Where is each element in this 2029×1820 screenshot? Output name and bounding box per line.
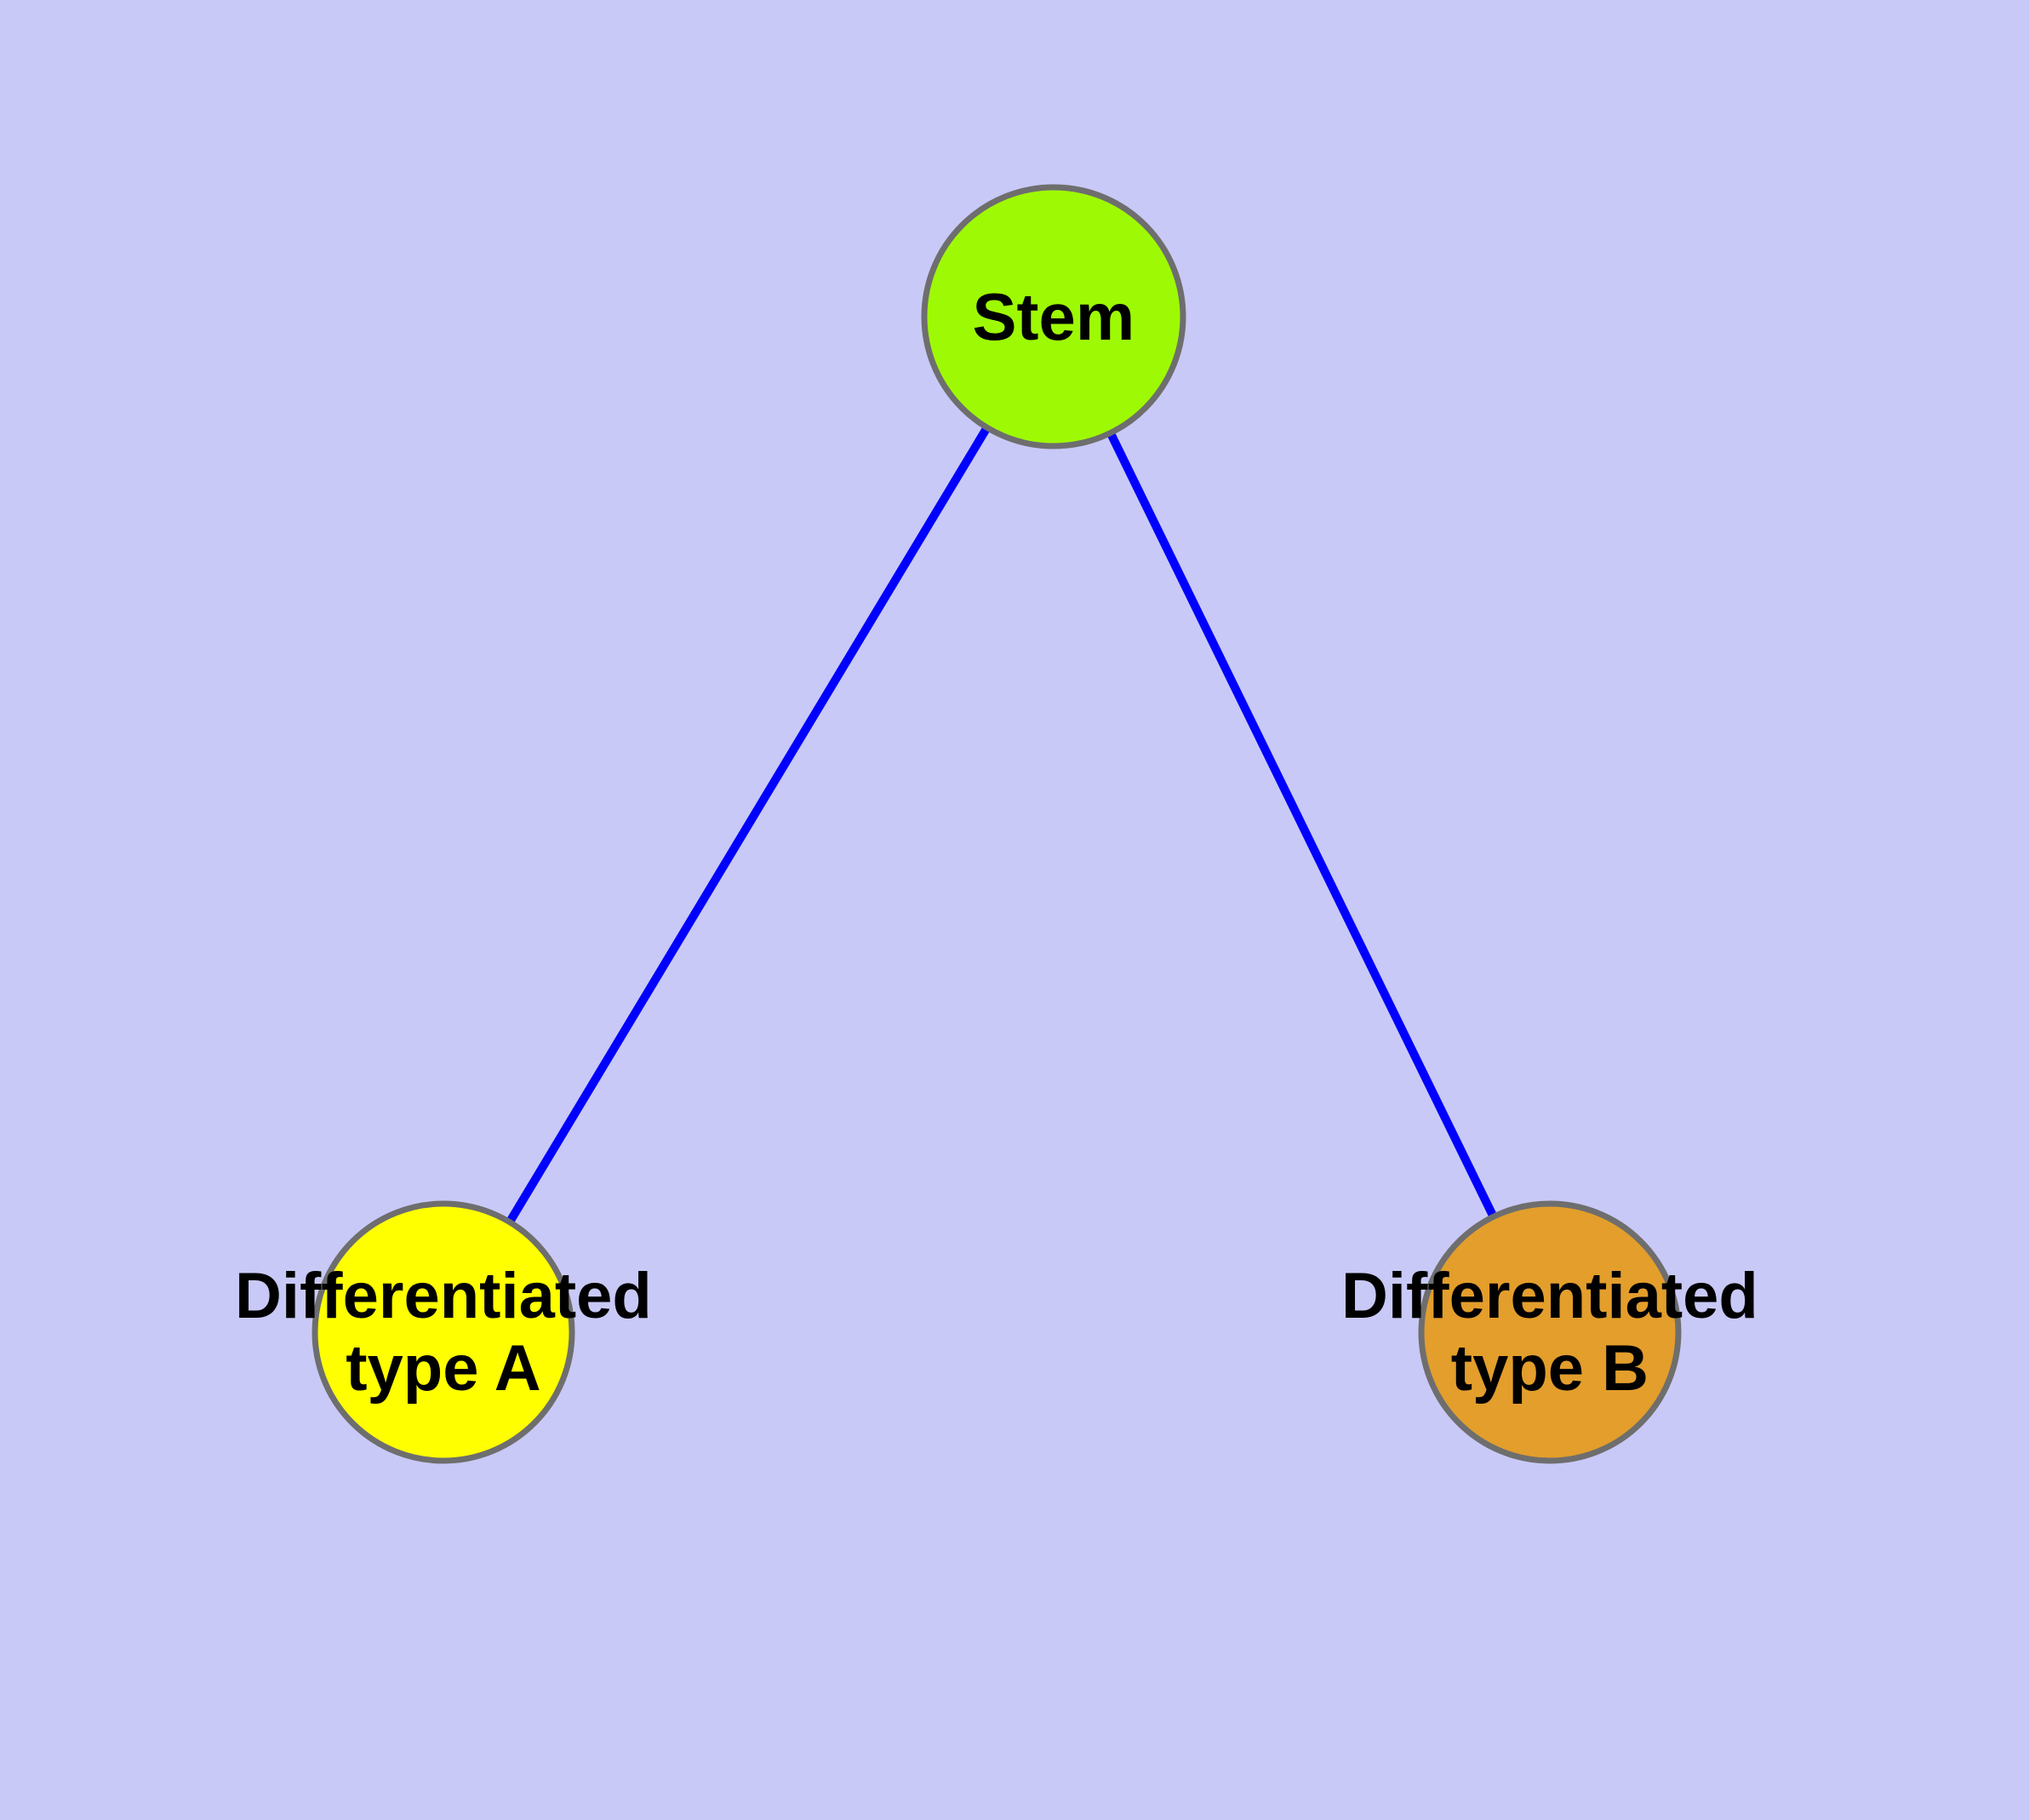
edge-stem-to-a[interactable] [505,423,992,1226]
nodes-layer [311,184,1682,1464]
node-diff_b[interactable] [1418,1200,1682,1464]
node-stem[interactable] [921,184,1186,449]
edges-layer [505,423,1499,1226]
edge-stem-to-b[interactable] [1106,429,1499,1221]
node-diff_a[interactable] [311,1200,575,1464]
